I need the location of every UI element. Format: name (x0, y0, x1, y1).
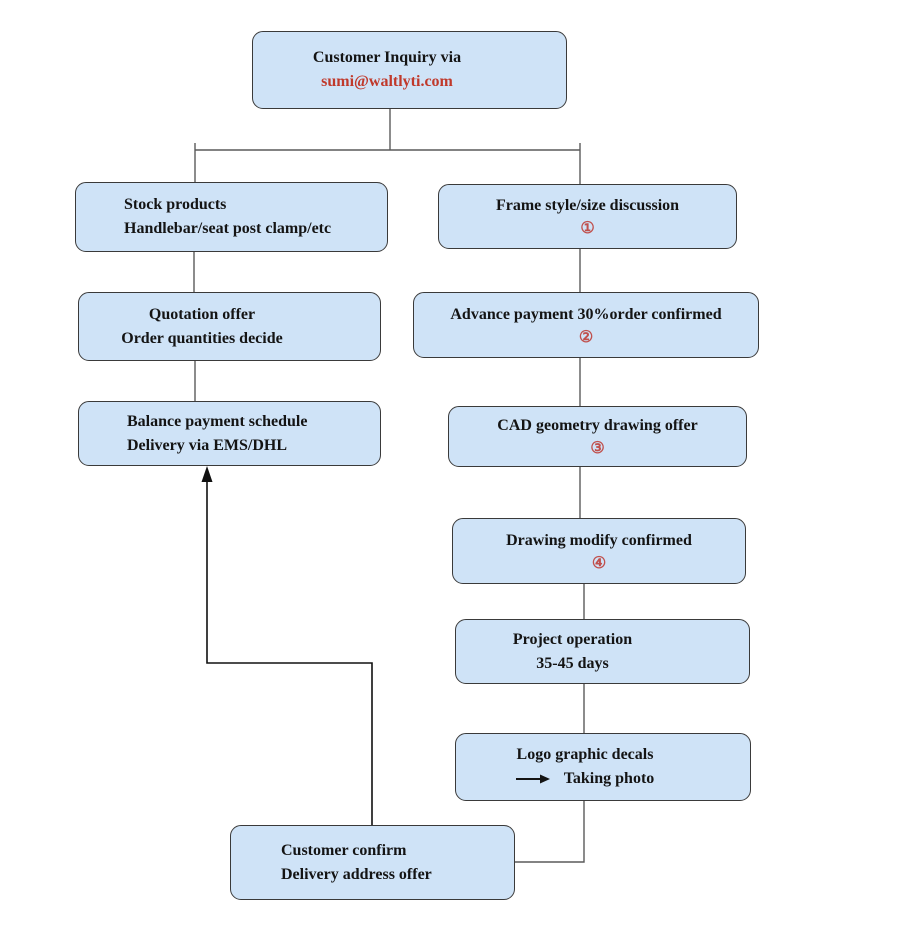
node-confirm-line2: Delivery address offer (281, 865, 432, 883)
step-4-badge: ④ (591, 554, 607, 572)
step-1-badge: ① (580, 220, 595, 237)
node-logo-line2-text: Taking photo (563, 770, 655, 787)
step-2-badge: ② (578, 328, 594, 346)
node-project-line1: Project operation (512, 630, 633, 648)
node-stock-products-line1: Stock products (124, 196, 227, 213)
loop-arrowhead-up-icon (201, 466, 213, 482)
node-frame-style-line1: Frame style/size discussion (495, 197, 680, 214)
node-balance-payment-line2: Delivery via EMS/DHL (127, 436, 287, 454)
node-quotation-offer: Quotation offer Order quantities decide (78, 292, 381, 361)
node-logo-line1: Logo graphic decals (516, 746, 654, 763)
node-drawing-modify-confirmed: Drawing modify confirmed ④ (452, 518, 746, 584)
node-confirm-line1: Customer confirm (281, 841, 407, 859)
connector-loop-confirm-balance (206, 472, 373, 825)
node-project-operation: Project operation 35-45 days (455, 619, 750, 684)
node-quotation-line2: Order quantities decide (121, 329, 283, 347)
node-cad-line1: CAD geometry drawing offer (497, 417, 698, 434)
node-logo-line2: Taking photo (515, 767, 655, 791)
node-quotation-line1: Quotation offer (148, 305, 256, 323)
node-cad-drawing-offer: CAD geometry drawing offer ③ (448, 406, 747, 467)
node-customer-inquiry: Customer Inquiry via sumi@waltlyti.com (252, 31, 567, 109)
node-frame-style-discussion: Frame style/size discussion ① (438, 184, 737, 249)
node-stock-products-line2: Handlebar/seat post clamp/etc (124, 220, 332, 237)
node-drawing-line1: Drawing modify confirmed (506, 531, 692, 549)
node-stock-products: Stock products Handlebar/seat post clamp… (75, 182, 388, 252)
node-balance-payment: Balance payment schedule Delivery via EM… (78, 401, 381, 466)
node-customer-confirm: Customer confirm Delivery address offer (230, 825, 515, 900)
right-arrow-icon (515, 773, 550, 785)
node-advance-payment: Advance payment 30%order confirmed ② (413, 292, 759, 358)
node-logo-graphic-decals: Logo graphic decals Taking photo (455, 733, 751, 801)
step-3-badge: ③ (590, 440, 605, 457)
node-advance-payment-line1: Advance payment 30%order confirmed (450, 305, 722, 323)
node-balance-payment-line1: Balance payment schedule (127, 412, 308, 430)
node-customer-inquiry-email: sumi@waltlyti.com (321, 73, 453, 90)
connector-logo-confirm (515, 801, 585, 863)
node-customer-inquiry-line1: Customer Inquiry via (312, 49, 462, 66)
node-project-line2: 35-45 days (536, 654, 609, 672)
